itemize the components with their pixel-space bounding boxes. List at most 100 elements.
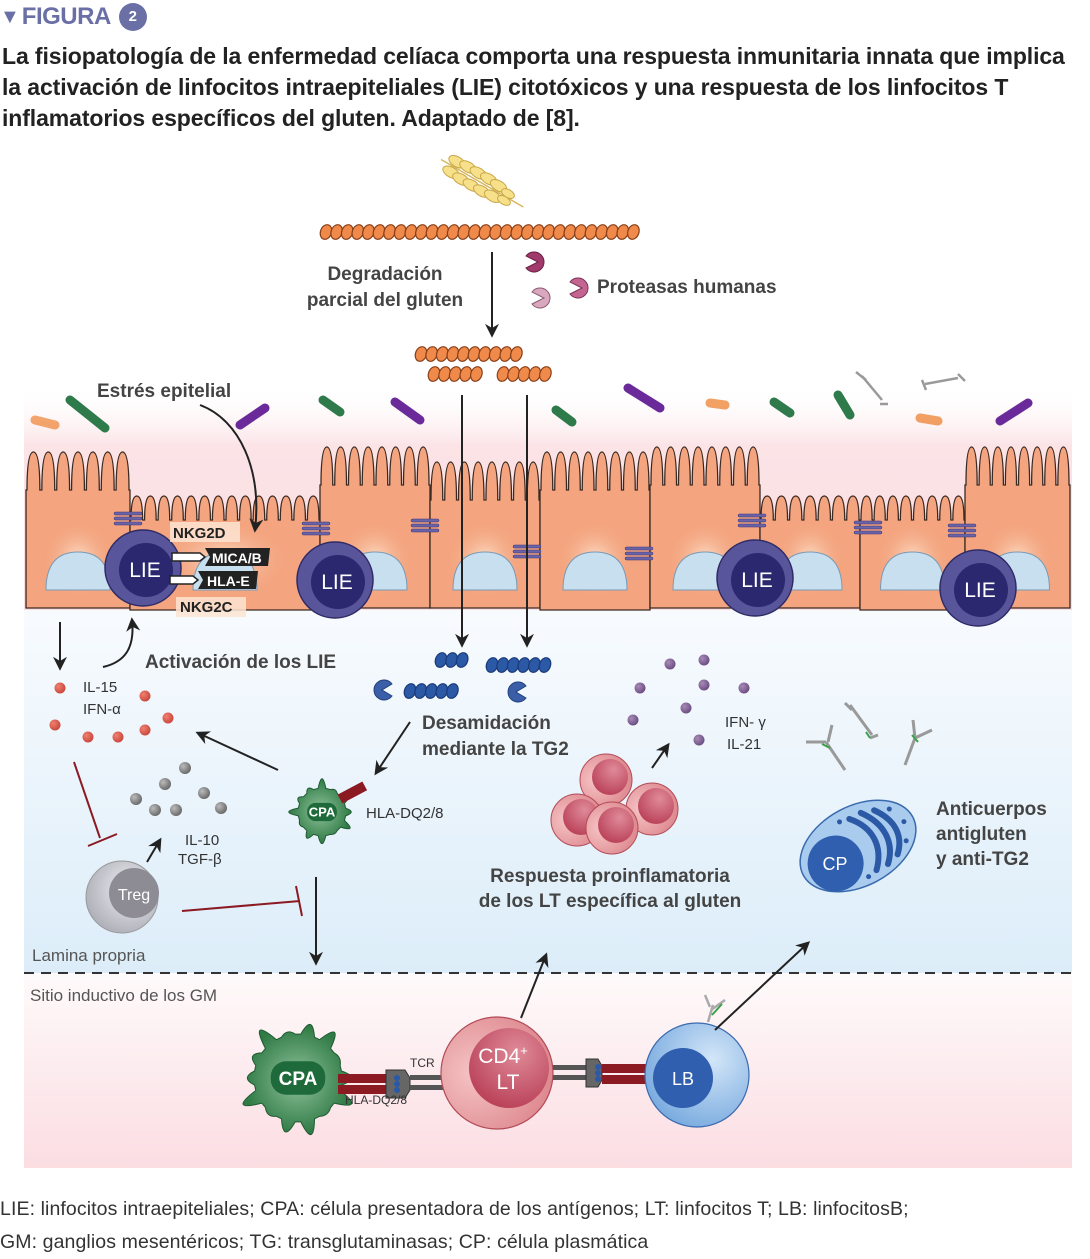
- figure-legend: LIE: linfocitos intraepiteliales; CPA: c…: [0, 1193, 1090, 1259]
- cd4-tcell: CD4+ LT: [440, 1016, 554, 1130]
- tcell-activation-arrow: [520, 952, 549, 1019]
- cytokine-dot: [698, 679, 710, 691]
- lie-label: LIE: [964, 579, 996, 602]
- tgf-beta-label: TGF-β: [178, 851, 222, 868]
- tight-junction: [737, 518, 767, 523]
- celiac-pathophysiology-diagram: Degradación parcial del gluten Proteasas…: [24, 155, 1072, 1168]
- antibodies-label-1: Anticuerpos: [936, 799, 1047, 820]
- protease-icon: [525, 251, 589, 309]
- hla-e-label: HLA-E: [207, 573, 250, 589]
- tight-junction: [301, 521, 331, 526]
- nkg2d-label-bg: [170, 522, 240, 542]
- deamidated-peptides: [403, 652, 552, 699]
- figure-number-badge: 2: [118, 3, 147, 31]
- lie-cell: LIE: [939, 549, 1017, 627]
- figure-header: ▼ FIGURA 2: [0, 2, 147, 32]
- tight-junction: [853, 530, 883, 535]
- cytokine-dot: [162, 712, 174, 724]
- tcell: [625, 782, 679, 836]
- tight-junction: [301, 531, 331, 536]
- proinflammatory-label-2: de los LT específica al gluten: [479, 891, 742, 912]
- cytokine-dot: [179, 762, 191, 774]
- tight-junction: [410, 518, 440, 523]
- cp-label: CP: [822, 854, 847, 874]
- lie-nucleus: [954, 563, 1008, 617]
- tcell: [585, 801, 639, 855]
- deamidation-label-2: mediante la TG2: [422, 739, 569, 760]
- proteases-label: Proteasas humanas: [597, 277, 777, 298]
- peptide-bead: [446, 683, 459, 699]
- tcell: [579, 753, 633, 807]
- lie-cell: LIE: [716, 539, 794, 617]
- figure-label: FIGURA: [21, 3, 112, 30]
- cd4-label: CD4+: [478, 1043, 528, 1068]
- nucleus: [562, 551, 628, 591]
- lie-nucleus: [311, 555, 365, 609]
- nkg2d-label: NKG2D: [173, 525, 226, 542]
- il10-label: IL-10: [185, 832, 219, 849]
- treg-cell: Treg: [85, 860, 159, 934]
- gluten-bead: [470, 366, 483, 382]
- il21-label: IL-21: [727, 736, 761, 753]
- inhibition-lines: [73, 761, 303, 917]
- tight-junction: [624, 546, 654, 551]
- tight-junction: [301, 526, 331, 531]
- tight-junction: [737, 523, 767, 528]
- inductive-site-label: Sitio inductivo de los GM: [30, 986, 217, 1005]
- hla-tcr-synapse: [338, 1069, 446, 1099]
- cytokine-dot: [149, 804, 161, 816]
- cytokine-dot: [215, 802, 227, 814]
- tcr-label: TCR: [410, 1056, 435, 1070]
- lie-nucleus: [119, 543, 173, 597]
- tight-junction: [624, 551, 654, 556]
- nkg2c-label: NKG2C: [180, 599, 233, 616]
- cytokine-dot: [130, 793, 142, 805]
- lie-label: LIE: [129, 559, 161, 582]
- tight-junction: [410, 528, 440, 533]
- cytokine-dot: [159, 778, 171, 790]
- treg-secretion-arrow: [146, 837, 162, 863]
- lie-label: LIE: [321, 571, 353, 594]
- legend-line-2: GM: ganglios mesentéricos; TG: transglut…: [0, 1231, 649, 1253]
- cytokine-dot: [112, 731, 124, 743]
- cpa-nucleus: [307, 802, 337, 822]
- tight-junction: [853, 525, 883, 530]
- hla-e-ligand: HLA-E: [169, 571, 258, 589]
- bacteria: [30, 383, 1033, 433]
- ifn-gamma-il21-molecules: [627, 654, 750, 746]
- nkg2c-label-bg: [176, 597, 246, 617]
- cytokine-dot: [54, 682, 66, 694]
- cytokine-dot: [738, 682, 750, 694]
- ifn-gamma-label: IFN- γ: [725, 714, 766, 731]
- tight-junction: [113, 516, 143, 521]
- peptide-bead: [455, 652, 469, 668]
- bcell: LB: [644, 994, 750, 1128]
- deamidation-to-cpa-arrow: [374, 721, 411, 776]
- nucleus: [452, 551, 518, 591]
- wheat-icon: [440, 155, 524, 208]
- treg-label: Treg: [118, 887, 150, 904]
- ifn-alpha-label: IFN-α: [83, 701, 121, 718]
- cytokine-dot: [82, 731, 94, 743]
- gluten-bead: [510, 346, 523, 362]
- cytokine-dot: [680, 702, 692, 714]
- tcell-nucleus: [598, 807, 634, 843]
- antibody-green-tips: [821, 731, 919, 749]
- legend-line-1: LIE: linfocitos intraepiteliales; CPA: c…: [0, 1198, 909, 1220]
- tight-junction: [113, 521, 143, 526]
- tcell-nucleus: [592, 759, 628, 795]
- il10-tgfb-molecules: [130, 762, 227, 816]
- stress-arrow: [199, 404, 264, 533]
- cytokine-dot: [170, 804, 182, 816]
- lamina-propria-label: Lamina propria: [32, 946, 146, 965]
- lie-activation-arrow: [102, 617, 141, 668]
- epithelial-stress-label: Estrés epitelial: [97, 381, 231, 402]
- cytokine-dot: [49, 719, 61, 731]
- triangle-down-icon: ▼: [0, 6, 20, 28]
- mica-b-label: MICA/B: [212, 550, 262, 566]
- tight-junction: [113, 511, 143, 516]
- degradation-label-1: Degradación: [327, 264, 442, 285]
- lie-activation-label: Activación de los LIE: [145, 652, 336, 673]
- hla-dq-label-inductive: HLA-DQ2/8: [345, 1093, 407, 1107]
- tight-junction: [947, 533, 977, 538]
